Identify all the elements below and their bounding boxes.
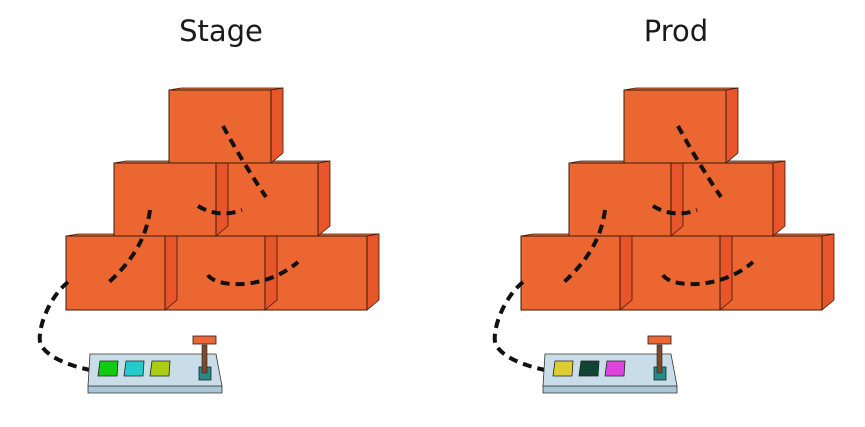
block-bottom-middle	[619, 235, 721, 311]
stage-title: Stage	[179, 14, 263, 48]
panel-button-1	[97, 360, 119, 377]
block-top	[168, 89, 272, 164]
block-middle-right	[215, 162, 319, 237]
block-top-side	[270, 87, 284, 164]
block-top-side	[725, 87, 739, 164]
control-panel-base	[87, 385, 223, 394]
crack-middle	[196, 204, 243, 216]
panel-button-3	[149, 360, 171, 377]
block-bottom-middle-side	[264, 233, 278, 311]
lever-stick	[201, 344, 208, 374]
block-bottom-right-side	[366, 233, 380, 311]
wire-cable	[37, 280, 91, 372]
lever-stick	[656, 344, 663, 374]
crack-middle	[651, 204, 698, 216]
crack-top	[676, 125, 723, 199]
block-bottom-left-side	[619, 233, 633, 311]
control-panel-base	[542, 385, 678, 394]
prod-panel	[492, 87, 835, 394]
block-bottom-middle	[164, 235, 266, 311]
crack-bottom	[206, 260, 300, 287]
lever-handle	[647, 335, 672, 345]
block-middle-left-side	[215, 160, 229, 237]
lever-handle	[192, 335, 217, 345]
crack-bottom	[661, 260, 755, 287]
stage-panel	[37, 87, 380, 394]
wire-cable	[492, 280, 546, 372]
block-bottom-middle-side	[719, 233, 733, 311]
prod-title: Prod	[643, 14, 709, 48]
block-bottom-left-side	[164, 233, 178, 311]
block-middle-right-side	[772, 160, 786, 237]
panel-button-1	[552, 360, 574, 377]
block-middle-left-side	[670, 160, 684, 237]
crack-left	[106, 209, 152, 285]
block-middle-right	[670, 162, 774, 237]
block-middle-left	[568, 162, 672, 237]
block-bottom-right-side	[821, 233, 835, 311]
block-middle-right-side	[317, 160, 331, 237]
block-top	[623, 89, 727, 164]
block-middle-left	[113, 162, 217, 237]
block-bottom-left	[65, 235, 166, 311]
crack-left	[561, 209, 607, 285]
panel-button-2	[578, 360, 600, 377]
block-bottom-left	[520, 235, 621, 311]
crack-top	[221, 125, 268, 199]
panel-button-3	[604, 360, 626, 377]
panel-button-2	[123, 360, 145, 377]
